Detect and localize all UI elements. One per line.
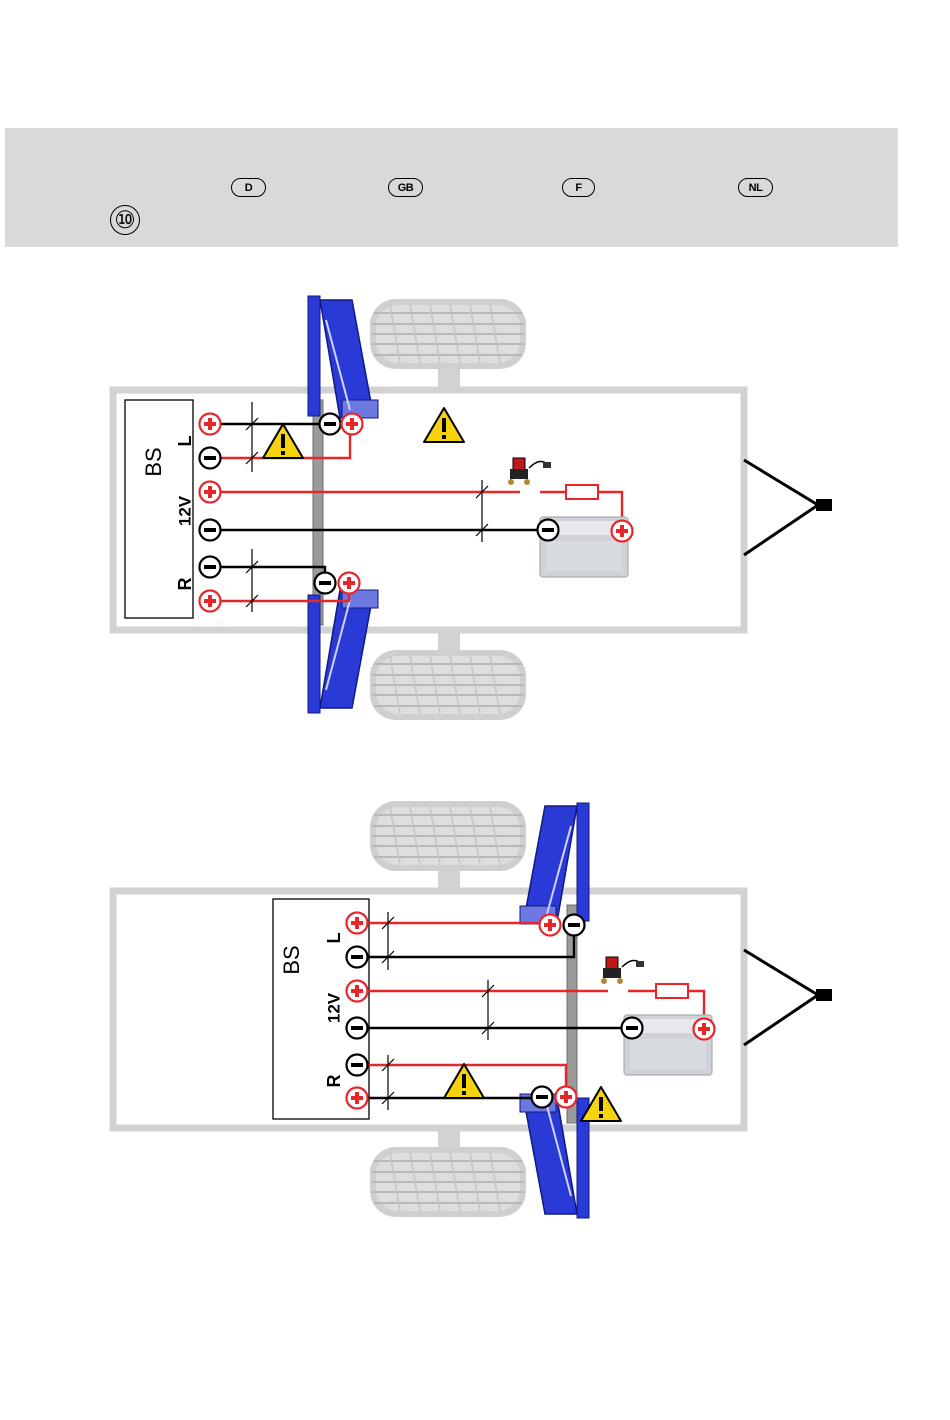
mover-unit-left [520,803,589,924]
battery-minus-icon [622,1018,643,1039]
label-right: R [175,578,195,591]
mover-unit-right [308,590,378,713]
label-right: R [324,1075,344,1088]
battery-plus-icon [612,521,633,542]
motor-terminal-plus-icon [339,573,360,594]
terminal-plus-icon [200,414,221,435]
tyre-top [370,801,526,871]
drawbar [744,950,832,1045]
fuse [566,485,598,499]
label-voltage: 12V [324,992,343,1023]
battery-switch [601,957,644,984]
label-left: L [324,933,344,944]
terminal-plus-icon [347,1088,368,1109]
tyre-top [370,299,526,369]
motor-terminal-minus-icon [532,1087,553,1108]
motor-terminal-plus-icon [540,915,561,936]
warning-icon [263,424,303,458]
terminal-plus-icon [347,981,368,1002]
mover-unit-left [308,296,378,418]
tyre-bottom [370,1147,526,1217]
battery-switch [508,458,551,485]
motor-terminal-minus-icon [564,915,585,936]
terminal-minus-icon [347,1018,368,1039]
motor-terminal-minus-icon [320,414,341,435]
motor-terminal-plus-icon [556,1087,577,1108]
motor-terminal-plus-icon [342,414,363,435]
bs-box-label: BS [279,945,304,974]
mover-unit-right [520,1094,589,1218]
fuse [656,984,688,998]
diagram-top: BS L 12V R [113,296,832,720]
battery-plus-icon [694,1019,715,1040]
tyre-bottom [370,650,526,720]
terminal-minus-icon [200,520,221,541]
terminal-minus-icon [200,448,221,469]
battery-minus-icon [538,520,559,541]
terminal-plus-icon [347,913,368,934]
label-voltage: 12V [175,495,194,526]
label-left: L [175,436,195,447]
warning-icon [444,1064,484,1098]
terminal-minus-icon [347,1055,368,1076]
terminal-plus-icon [200,591,221,612]
diagram-bottom: BS L 12V R [113,801,832,1218]
bs-box-label: BS [141,447,166,476]
cable-ticks [382,912,494,1110]
motor-terminal-minus-icon [315,573,336,594]
terminal-minus-icon [347,947,368,968]
terminal-minus-icon [200,557,221,578]
terminal-plus-icon [200,482,221,503]
chassis-frame [113,891,744,1128]
warning-icon [424,408,464,442]
drawbar [744,460,832,555]
